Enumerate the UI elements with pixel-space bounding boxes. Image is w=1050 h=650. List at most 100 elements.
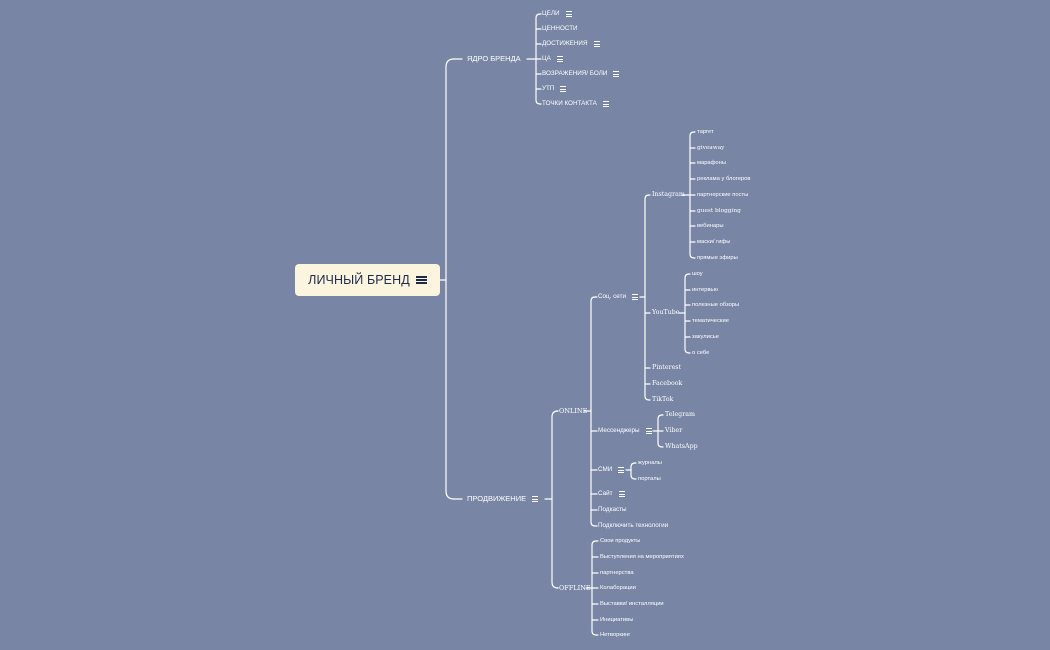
note-lines-icon[interactable]	[602, 100, 609, 108]
node-tiktok[interactable]: TikTok	[652, 394, 673, 406]
node-tiktok-label: TikTok	[652, 396, 674, 403]
node-whatsapp-label: WhatsApp	[665, 443, 698, 450]
node-core-точки-контакта-label: ТОЧКИ КОНТАКТА	[542, 100, 597, 107]
node-offline[interactable]: OFFLINE	[559, 582, 591, 594]
connector-trunk	[445, 58, 455, 281]
node-yt-закулисье-label: закулисье	[692, 334, 720, 340]
node-yt-интервью[interactable]: интервью	[692, 284, 718, 296]
note-lines-icon[interactable]	[532, 495, 539, 503]
node-messengers[interactable]: Мессенджеры	[598, 425, 652, 437]
node-ig-партнерские-посты-label: партнерские посты	[697, 192, 749, 198]
node-offline-нетворкинг-label: Нетворкинг	[600, 632, 631, 638]
node-ig-таргет-label: таргет	[697, 129, 714, 135]
node-online-label: ONLINE	[559, 407, 588, 415]
node-core-brand-label: ЯДРО БРЕНДА	[467, 54, 521, 63]
node-core-ценности-label: ЦЕННОСТИ	[542, 25, 578, 32]
node-media-порталы[interactable]: порталы	[638, 473, 661, 485]
node-yt-закулисье[interactable]: закулисье	[692, 331, 719, 343]
node-podcasts[interactable]: Подкасты	[598, 504, 627, 516]
node-ig-маски-гифы-label: маски/ гифы	[697, 239, 731, 245]
node-offline-label: OFFLINE	[559, 584, 591, 592]
node-core-возражения-боли[interactable]: ВОЗРАЖЕНИЯ/ БОЛИ	[542, 68, 620, 80]
node-offline-выступления-на-мероприятиях[interactable]: Выступления на мероприятиях	[600, 551, 684, 563]
node-ig-guest-blogging[interactable]: guest blogging	[697, 205, 741, 217]
node-core-достижения[interactable]: ДОСТИЖЕНИЯ	[542, 38, 600, 50]
node-pinterest[interactable]: Pinterest	[652, 362, 681, 374]
node-media-журналы[interactable]: журналы	[638, 457, 662, 469]
node-offline-свои-продукты[interactable]: Свои продукты	[600, 535, 640, 547]
node-viber[interactable]: Viber	[665, 425, 682, 437]
node-core-точки-контакта[interactable]: ТОЧКИ КОНТАКТА	[542, 98, 609, 110]
note-lines-icon[interactable]	[632, 293, 638, 301]
note-lines-icon[interactable]	[618, 466, 625, 474]
node-offline-партнерства[interactable]: партнерства	[600, 567, 634, 579]
node-ig-вебинары[interactable]: вебинары	[697, 220, 724, 232]
node-offline-выставки-инсталляции[interactable]: Выставки/ инсталляции	[600, 598, 664, 610]
connector-trunk	[657, 414, 663, 432]
node-ig-таргет[interactable]: таргет	[697, 126, 714, 138]
node-promotion[interactable]: ПРОДВИЖЕНИЕ	[467, 493, 539, 505]
node-yt-полезные-обзоры-label: полезные обзоры	[692, 302, 740, 308]
node-telegram-label: Telegram	[665, 411, 695, 418]
node-offline-колаборации-label: Колаборации	[600, 585, 636, 591]
node-offline-инициативы[interactable]: Инициативы	[600, 614, 633, 626]
connector-trunk	[535, 13, 541, 60]
node-viber-label: Viber	[665, 427, 683, 434]
node-youtube-label: YouTube	[652, 309, 680, 316]
connector-trunk	[590, 296, 596, 412]
node-core-ца[interactable]: ЦА	[542, 53, 563, 65]
note-lines-icon[interactable]	[613, 70, 620, 78]
note-lines-icon[interactable]	[593, 40, 600, 48]
node-ig-марафоны[interactable]: марафоны	[697, 157, 726, 169]
node-yt-тематические-label: тематические	[692, 318, 729, 324]
note-lines-icon[interactable]	[645, 427, 652, 435]
node-ig-маски-гифы[interactable]: маски/ гифы	[697, 236, 730, 248]
node-offline-свои-продукты-label: Свои продукты	[600, 538, 641, 544]
node-ig-guest-blogging-label: guest blogging	[697, 208, 741, 214]
note-lines-icon[interactable]	[560, 85, 567, 93]
node-ig-партнерские-посты[interactable]: партнерские посты	[697, 189, 748, 201]
connector-trunk	[590, 410, 596, 527]
node-telegram[interactable]: Telegram	[665, 409, 695, 421]
node-instagram[interactable]: Instagram	[652, 189, 685, 201]
node-yt-о-себе-label: о себе	[692, 350, 710, 356]
node-core-утп[interactable]: УТП	[542, 83, 567, 95]
node-youtube[interactable]: YouTube	[652, 307, 679, 319]
node-facebook[interactable]: Facebook	[652, 378, 682, 390]
node-yt-о-себе[interactable]: о себе	[692, 347, 709, 359]
node-whatsapp[interactable]: WhatsApp	[665, 441, 698, 453]
note-lines-icon[interactable]	[618, 490, 625, 498]
connector-trunk	[657, 430, 663, 448]
node-core-цели[interactable]: ЦЕЛИ	[542, 8, 572, 20]
node-ig-реклама-у-блогеров-label: реклама у блогеров	[697, 176, 751, 182]
node-tech[interactable]: Подключить технологии	[598, 520, 668, 532]
node-ig-реклама-у-блогеров[interactable]: реклама у блогеров	[697, 173, 750, 185]
node-yt-шоу[interactable]: шоу	[692, 268, 703, 280]
node-podcasts-label: Подкасты	[598, 506, 627, 513]
node-ig-прямые-эфиры[interactable]: прямые эфиры	[697, 252, 738, 264]
node-ig-giveaway[interactable]: giveaway	[697, 142, 724, 154]
node-messengers-label: Мессенджеры	[598, 427, 640, 434]
node-media[interactable]: СМИ	[598, 464, 625, 476]
node-ig-марафоны-label: марафоны	[697, 160, 727, 166]
node-yt-тематические[interactable]: тематические	[692, 315, 729, 327]
node-core-возражения-боли-label: ВОЗРАЖЕНИЯ/ БОЛИ	[542, 70, 608, 77]
node-core-brand[interactable]: ЯДРО БРЕНДА	[467, 53, 521, 65]
connector-trunk	[689, 194, 695, 259]
node-offline-нетворкинг[interactable]: Нетворкинг	[600, 629, 630, 641]
node-yt-шоу-label: шоу	[692, 271, 703, 277]
node-site[interactable]: Сайт	[598, 488, 625, 500]
node-online[interactable]: ONLINE	[559, 405, 587, 417]
node-core-ценности[interactable]: ЦЕННОСТИ	[542, 23, 578, 35]
node-social[interactable]: Соц. сети	[598, 291, 638, 303]
node-offline-колаборации[interactable]: Колаборации	[600, 582, 636, 594]
connector-trunk	[591, 587, 597, 636]
note-lines-icon[interactable]	[415, 274, 427, 285]
node-ig-giveaway-label: giveaway	[697, 145, 725, 151]
node-yt-полезные-обзоры[interactable]: полезные обзоры	[692, 299, 739, 311]
root-node[interactable]: ЛИЧНЫЙ БРЕНД	[295, 264, 440, 296]
note-lines-icon[interactable]	[565, 10, 572, 18]
note-lines-icon[interactable]	[556, 55, 563, 63]
